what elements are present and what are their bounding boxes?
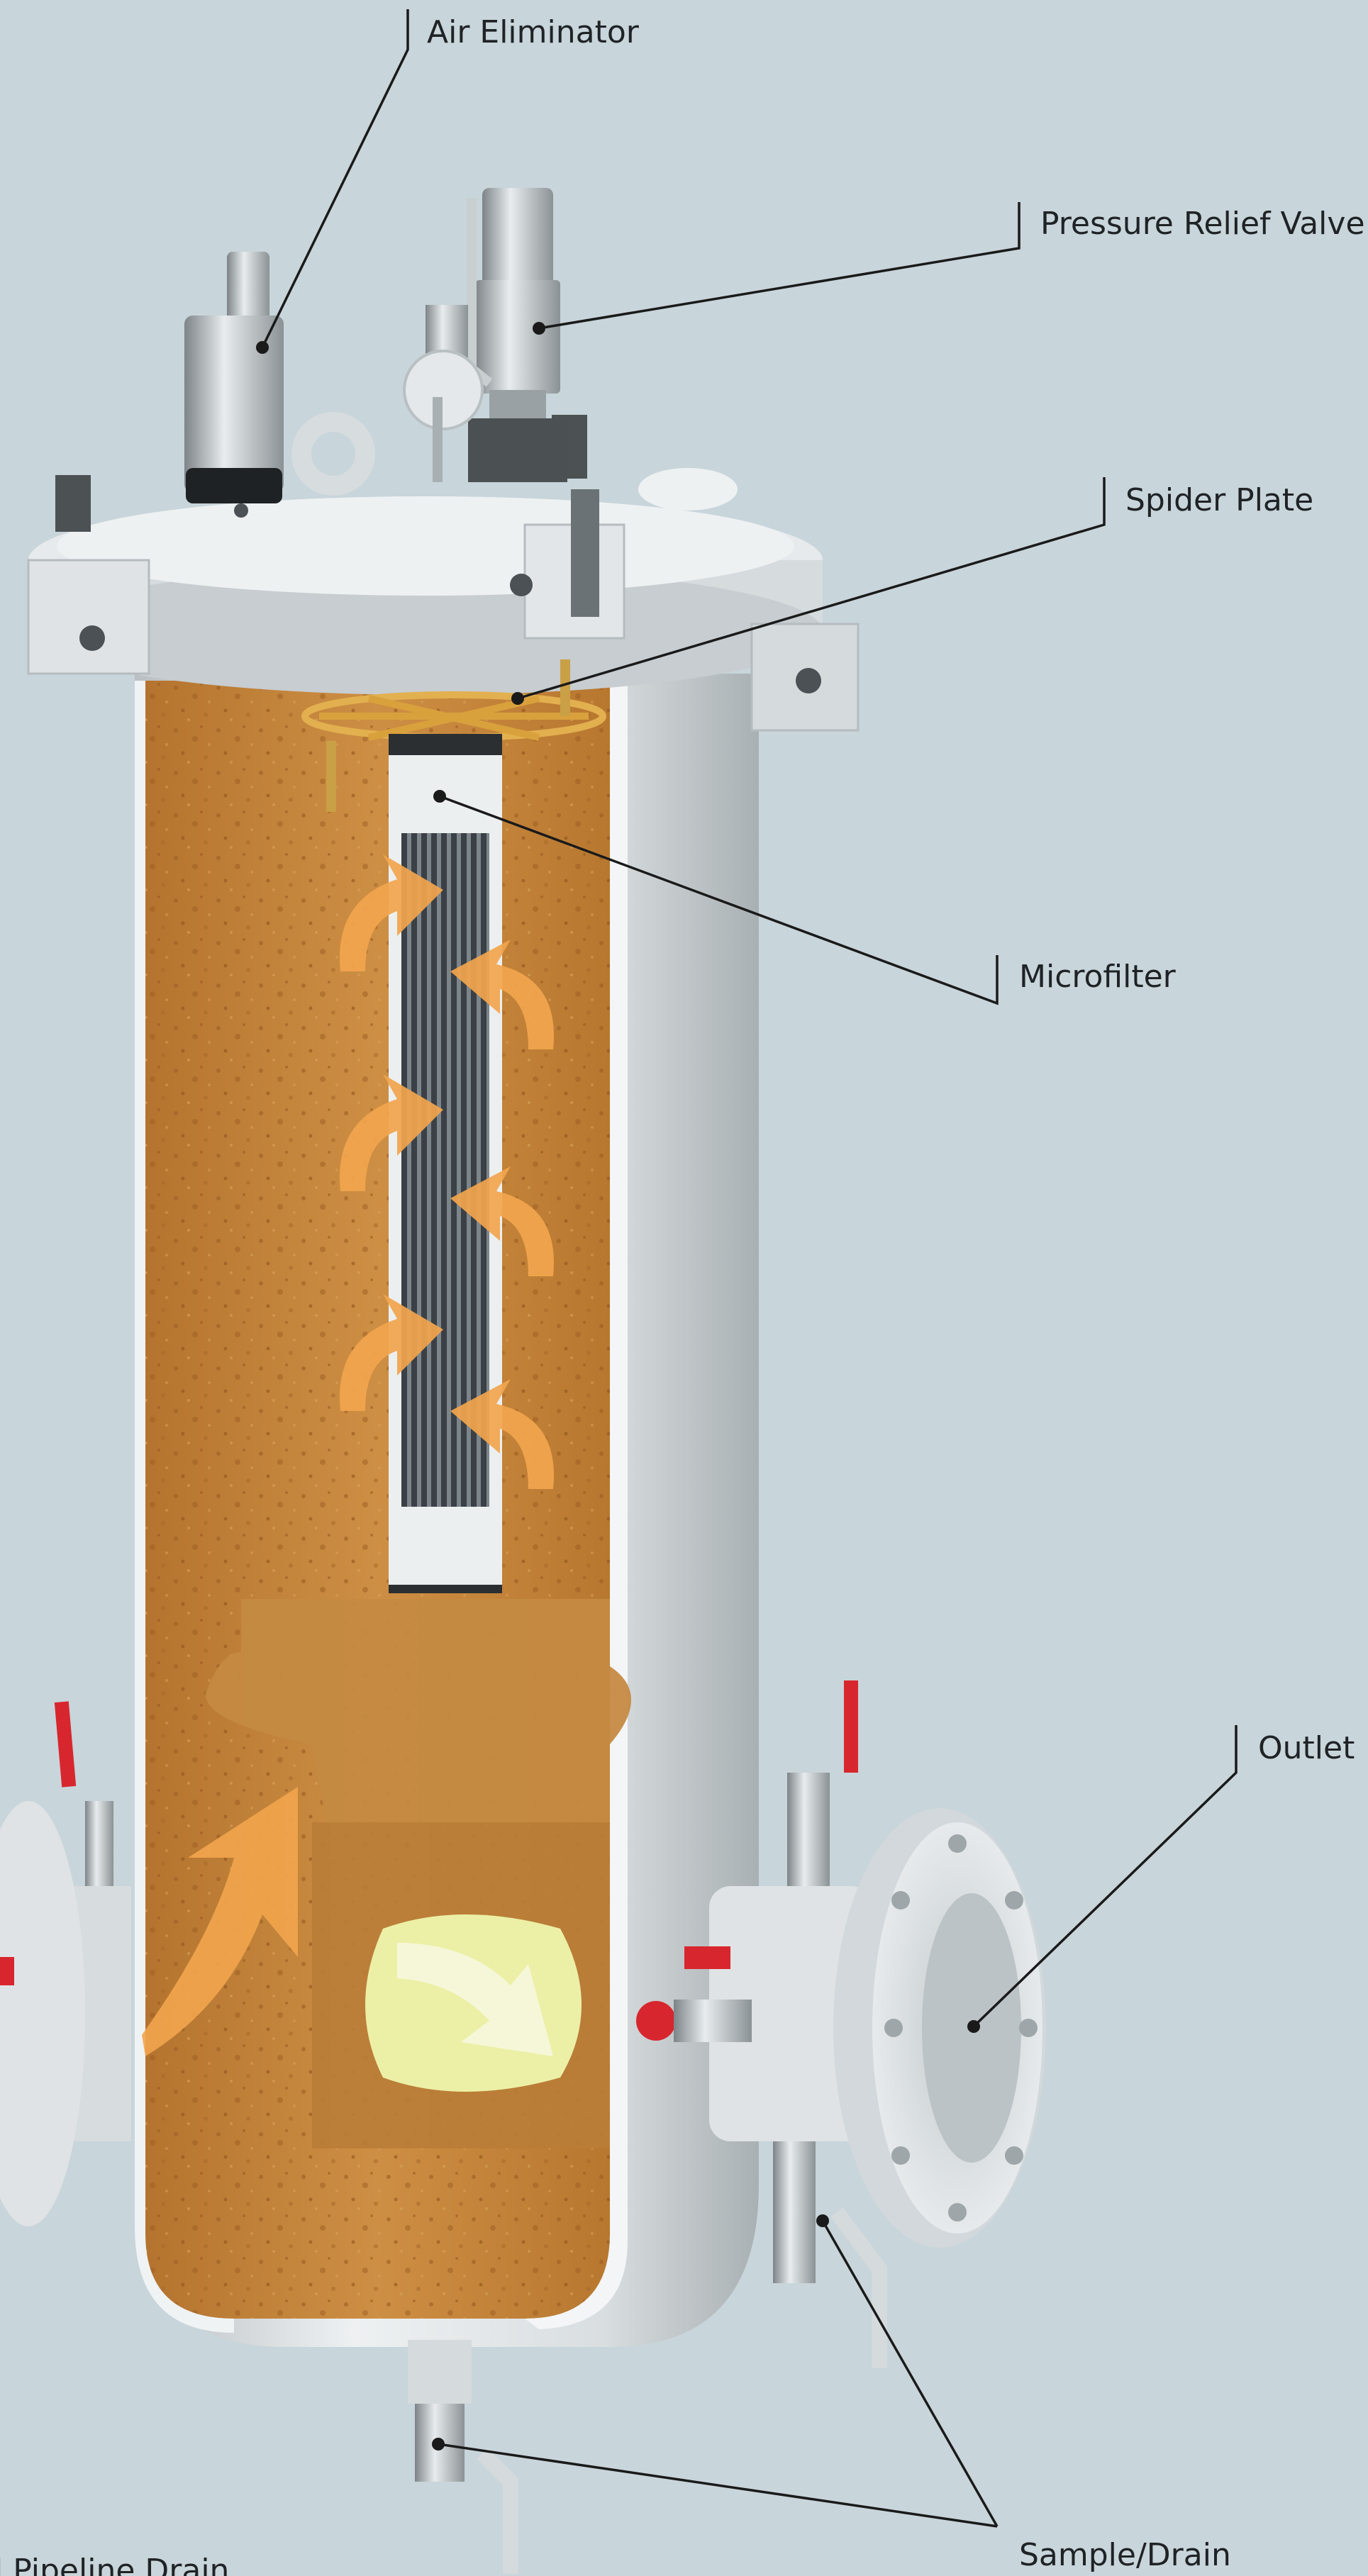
internal-manifold [142,1599,631,2148]
leader-pressure-relief-valve [538,202,1021,330]
label-spider-plate: Spider Plate [1125,482,1313,518]
flow-arrow-in-left-3 [340,1294,443,1411]
callout-leaders [256,9,1238,2528]
bottom-drain [408,2340,518,2574]
pressure-relief-valve-device [403,188,567,482]
label-outlet: Outlet [1258,1730,1355,1766]
flow-arrow-in-right-2 [450,1166,554,1276]
leader-air-eliminator [261,9,409,348]
flow-arrows [340,854,554,1489]
leader-sample-drain-2 [438,2443,998,2528]
leader-spider-plate [517,477,1106,700]
lid-flange [27,412,860,732]
leader-microfilter [439,795,999,1005]
label-pressure-relief-valve: Pressure Relief Valve [1040,206,1365,242]
air-eliminator-device [184,252,284,503]
label-microfilter: Microfilter [1019,959,1177,995]
outlet-nozzle [636,1680,1046,2368]
flow-arrow-in-right-1 [450,939,554,1049]
label-air-eliminator: Air Eliminator [427,14,640,50]
flow-arrow-in-left-2 [340,1074,443,1191]
flow-arrow-in-right-3 [450,1379,554,1489]
flow-arrow-in-left-1 [340,854,443,971]
leader-outlet [972,1725,1238,2028]
microfilter-element [389,734,502,1593]
inlet-nozzle [0,1701,131,2226]
label-pipeline-drain-partial: l Pipeline Drain [0,2553,229,2576]
inlet-flow-arrow [142,1787,298,2056]
leader-sample-drain-1 [821,2220,999,2527]
label-sample-drain: Sample/Drain [1019,2537,1231,2573]
outlet-flow-arrow [397,1943,553,2056]
callout-labels: Air Eliminator Pressure Relief Valve Spi… [0,14,1365,2576]
